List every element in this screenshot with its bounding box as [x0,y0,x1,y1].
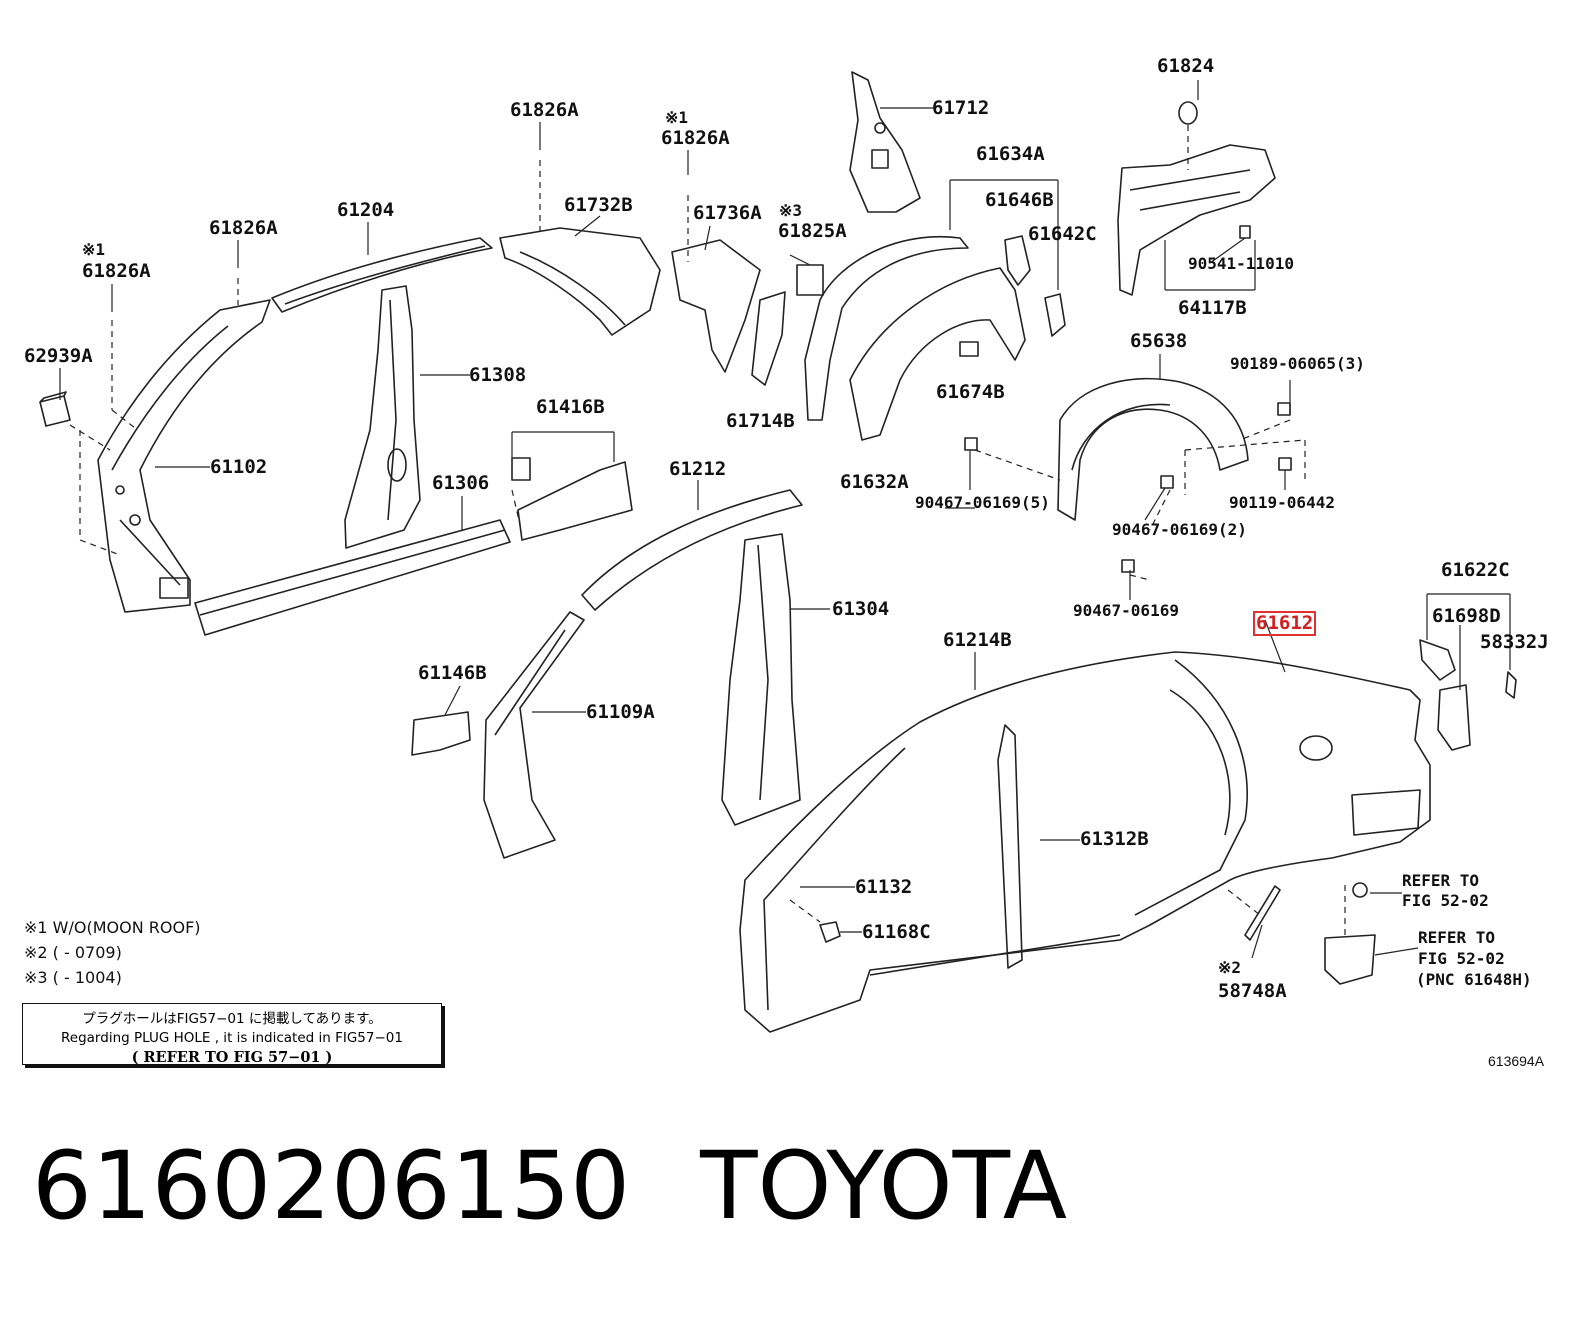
reference-label: REFER TO [1418,928,1496,947]
figure-id: 613694A [1488,1053,1545,1069]
reference-label: REFER TO [1402,871,1480,890]
part-label: 61306 [432,472,490,494]
part-number: 6160206150 [32,1132,631,1241]
part-58748a [1244,885,1281,941]
footnote: ※1 W/O(MOON ROOF) [24,918,201,937]
part-label: 61824 [1157,55,1215,77]
part-label: 90467-06169(5) [915,493,1050,512]
part-61642c [1044,293,1066,337]
dashed-guides [69,125,1346,935]
part-label: 90541-11010 [1188,254,1294,273]
part-label: 61698D [1432,605,1501,627]
part-label: 61646B [985,189,1054,211]
reference-text-en: Regarding PLUG HOLE , it is indicated in… [61,1030,403,1046]
part-61714b [751,291,786,386]
part-61732b [499,227,661,336]
part-61736a [671,239,761,373]
part-label: 65638 [1130,330,1188,352]
reference-label: (PNC 61648H) [1416,970,1532,989]
part-label: 61312B [1080,828,1149,850]
part-61102 [97,299,271,613]
reference-label: FIG 52-02 [1402,891,1489,910]
part-label: 61109A [586,701,655,723]
part-label: 61204 [337,199,395,221]
part-label: 61736A [693,202,762,224]
footnote: ※3 ( - 1004) [24,968,122,987]
reference-fig: ( REFER TO FIG 57−01 ) [131,1049,333,1066]
part-61712 [849,71,921,213]
part-61306 [194,519,511,636]
part-label: 61212 [669,458,727,480]
part-62939a [39,391,71,427]
part-58332j [1505,671,1517,699]
part-61612-body-side [739,651,1431,1033]
part-label: 61304 [832,598,890,620]
part-label: 61826A [82,260,151,282]
part-61168c [819,921,841,943]
brand-name: TOYOTA [700,1132,1068,1241]
part-61416b [511,457,633,541]
note-marker: ※1 [665,108,689,127]
part-61304 [721,533,801,826]
part-label: 61826A [209,217,278,239]
highlighted-part-label: 61612 [1252,611,1317,636]
part-65638 [1057,377,1249,521]
part-61825a [796,264,824,296]
part-label: 90119-06442 [1229,493,1335,512]
note-marker: ※3 [779,201,803,220]
part-label: 61416B [536,396,605,418]
part-61632a [804,236,1026,441]
part-label: 90467-06169 [1073,601,1179,620]
part-64117b [1117,144,1276,296]
note-marker: ※2 [1218,958,1242,977]
footnote: ※2 ( - 0709) [24,943,122,962]
part-label: 61826A [510,99,579,121]
part-61146b [411,711,471,756]
part-label: 62939A [24,345,93,367]
part-label: 61102 [210,456,268,478]
part-label: 61308 [469,364,527,386]
part-label: 61634A [976,143,1045,165]
part-label: 61642C [1028,223,1097,245]
part-label: 61132 [855,876,913,898]
part-bracket-52-02 [1324,882,1376,985]
part-61824 [1178,101,1198,125]
part-61204 [271,237,493,313]
part-label: 61732B [564,194,633,216]
part-label: 61146B [418,662,487,684]
part-label: 61622C [1441,559,1510,581]
part-label: 61826A [661,127,730,149]
plug-hole-reference-box: プラグホールはFIG57−01 に掲載してあります。 Regarding PLU… [22,1003,442,1066]
leader-lines [59,80,1511,959]
note-marker: ※1 [82,240,106,259]
part-label: 61214B [943,629,1012,651]
part-label: 61825A [778,220,847,242]
part-label: 61712 [932,97,990,119]
part-label: 90467-06169(2) [1112,520,1247,539]
part-61698d [1419,639,1471,751]
part-61212 [581,489,803,611]
part-label: 61168C [862,921,931,943]
part-label: 61632A [840,471,909,493]
part-label: 58332J [1480,631,1549,653]
part-61646b [1004,235,1031,286]
part-label: 64117B [1178,297,1247,319]
part-label: 58748A [1218,980,1287,1002]
reference-label: FIG 52-02 [1418,949,1505,968]
part-label: 61674B [936,381,1005,403]
part-61308 [344,285,421,549]
part-61109a [483,611,585,859]
part-label: 61714B [726,410,795,432]
part-label: 90189-06065(3) [1230,354,1365,373]
reference-text-jp: プラグホールはFIG57−01 に掲載してあります。 [82,1011,382,1027]
